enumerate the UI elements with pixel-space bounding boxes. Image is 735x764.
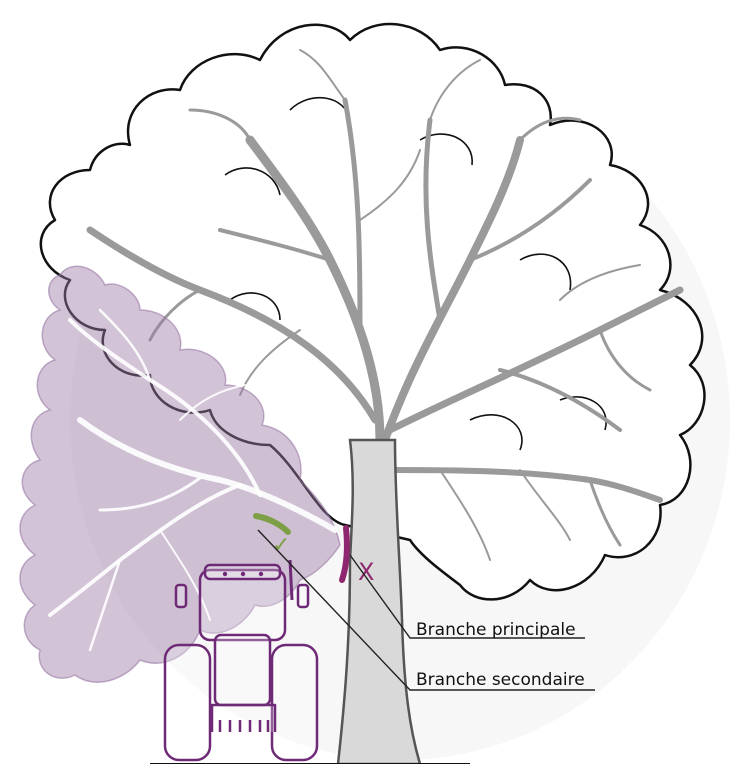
tractor-left-mirror <box>176 585 186 607</box>
tractor-right-mirror <box>298 585 308 607</box>
tractor-hood <box>215 635 270 705</box>
label-secondary-branch: Branche secondaire <box>416 670 585 690</box>
bad-cut-x: X <box>358 558 374 586</box>
tractor-front-grille <box>212 705 275 732</box>
tractor-left-wheel <box>165 645 210 760</box>
tractor-cab <box>200 570 285 640</box>
tractor-right-wheel <box>272 645 317 760</box>
label-main-branch: Branche principale <box>416 620 576 640</box>
